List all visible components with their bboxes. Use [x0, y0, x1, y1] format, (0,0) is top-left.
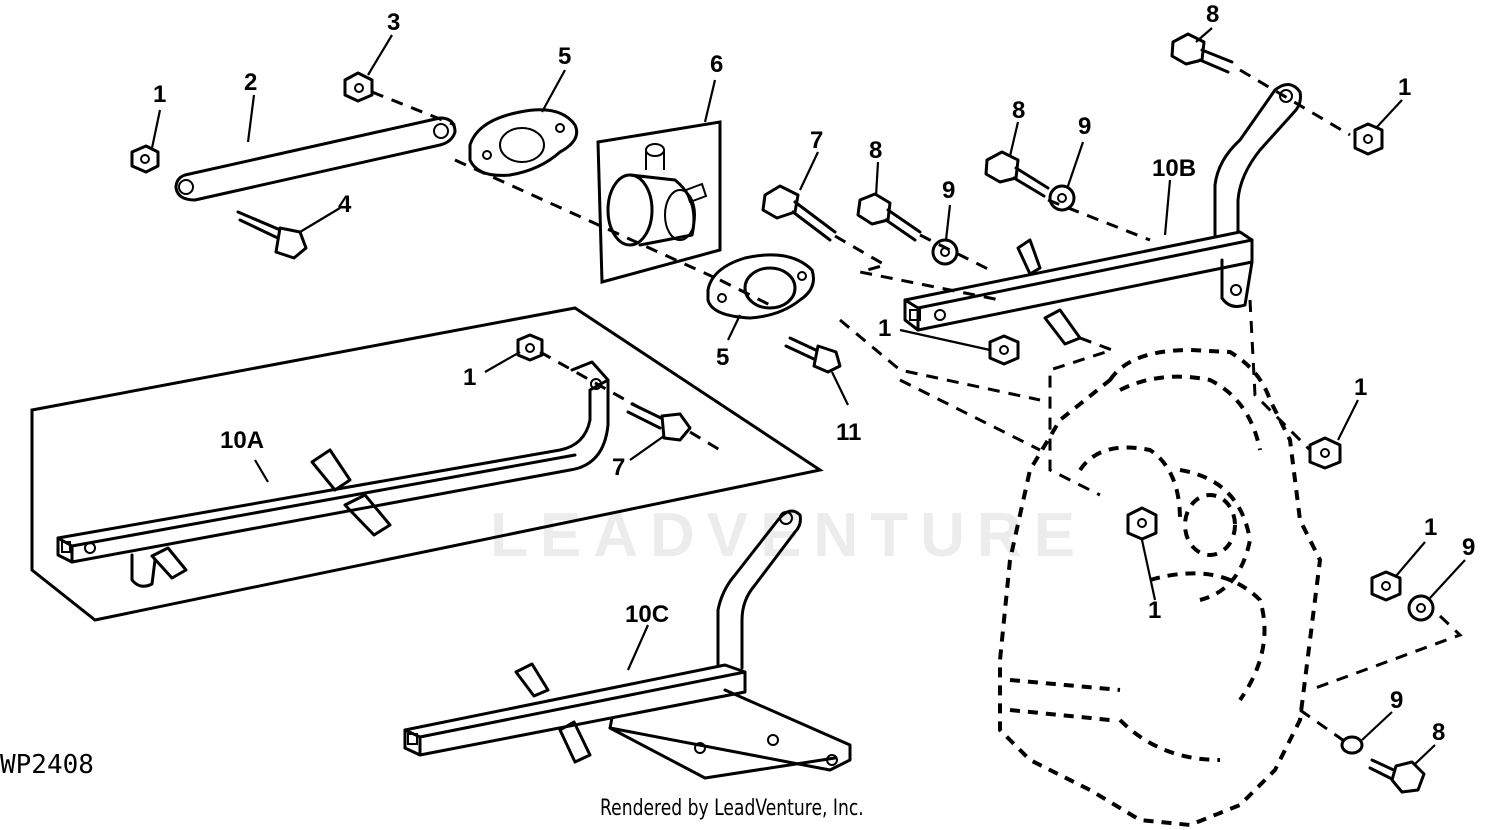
alignment-lines [371, 68, 1463, 747]
callout-9-washer-lower-right: 9 [1462, 534, 1475, 561]
callout-10a-bracket: 10A [220, 427, 264, 454]
callout-1-nut-panel: 1 [463, 364, 476, 391]
part-9-washer-right [1048, 184, 1076, 212]
part-9-washer-lower-right [1407, 594, 1435, 622]
part-8-bolt-right [984, 150, 1050, 198]
callout-8-bolt-bottom: 8 [1432, 719, 1445, 746]
callout-2-link-bar: 2 [244, 69, 257, 96]
callout-10b-bracket: 10B [1152, 155, 1196, 182]
callout-10c-bracket: 10C [625, 601, 669, 628]
part-10a-panel [30, 306, 824, 622]
part-1-nut-top-right [1353, 122, 1384, 156]
callout-1-nut-housing-center: 1 [1148, 597, 1161, 624]
callout-9-washer-middle: 9 [942, 177, 955, 204]
render-credit: Rendered by LeadVenture, Inc. [600, 796, 864, 821]
callout-11-bolt: 11 [836, 419, 861, 446]
part-4-bolt [236, 210, 308, 260]
part-10a-bracket [56, 360, 610, 588]
part-1-nut-top-left [130, 144, 160, 174]
callout-5-gasket-lower: 5 [716, 344, 729, 371]
callout-1-nut-housing: 1 [1354, 374, 1367, 401]
part-1-nut-housing-center [1126, 506, 1158, 541]
part-10c-bracket [403, 509, 852, 780]
callout-1-nut-top-right: 1 [1398, 74, 1411, 101]
part-9-washer-middle [931, 238, 959, 266]
callout-8-bolt-middle: 8 [869, 137, 882, 164]
part-8-bolt-middle [856, 192, 922, 242]
callout-9-washer-bottom: 9 [1390, 687, 1403, 714]
callout-8-bolt-top: 8 [1206, 1, 1219, 28]
part-8-bolt-bottom [1368, 758, 1426, 794]
part-5-gasket-upper [468, 108, 579, 177]
part-11-bolt [784, 336, 842, 374]
part-2-link-bar [174, 116, 457, 202]
callout-3-nut: 3 [387, 9, 400, 36]
part-9-washer-bottom [1340, 735, 1364, 755]
part-1-nut-panel [516, 333, 544, 362]
part-1-nut-lower-right [1370, 570, 1402, 602]
callout-8-bolt-right: 8 [1012, 97, 1025, 124]
callout-6-plate: 6 [710, 51, 723, 78]
part-6-plate-assembly [596, 120, 722, 284]
callout-1-nut-lower-right: 1 [1424, 514, 1437, 541]
watermark-text: LEADVENTURE [490, 501, 1088, 570]
callout-7-bolt-upper: 7 [810, 127, 823, 154]
part-1-nut-housing [1308, 436, 1342, 470]
part-3-nut [343, 71, 374, 103]
callout-5-gasket-upper: 5 [558, 43, 571, 70]
part-10b-bracket [903, 83, 1302, 346]
transmission-housing-outline [998, 347, 1323, 828]
callout-labels: 1 2 3 4 5 6 7 8 9 8 9 10B 8 1 1 5 11 1 1… [153, 1, 1475, 746]
figure-id-label: WP2408 [0, 750, 94, 780]
part-7-bolt-upper [761, 184, 837, 242]
part-8-bolt-top [1170, 32, 1234, 74]
part-1-nut-bracket [988, 334, 1020, 366]
callout-1-nut-top-left: 1 [153, 81, 166, 108]
callout-9-washer-right: 9 [1078, 113, 1091, 140]
part-5-gasket-lower [706, 253, 815, 320]
callout-4-bolt: 4 [338, 191, 352, 218]
leader-lines [150, 27, 1466, 765]
callout-7-bolt-panel: 7 [612, 454, 625, 481]
callout-1-nut-bracket: 1 [878, 315, 891, 342]
